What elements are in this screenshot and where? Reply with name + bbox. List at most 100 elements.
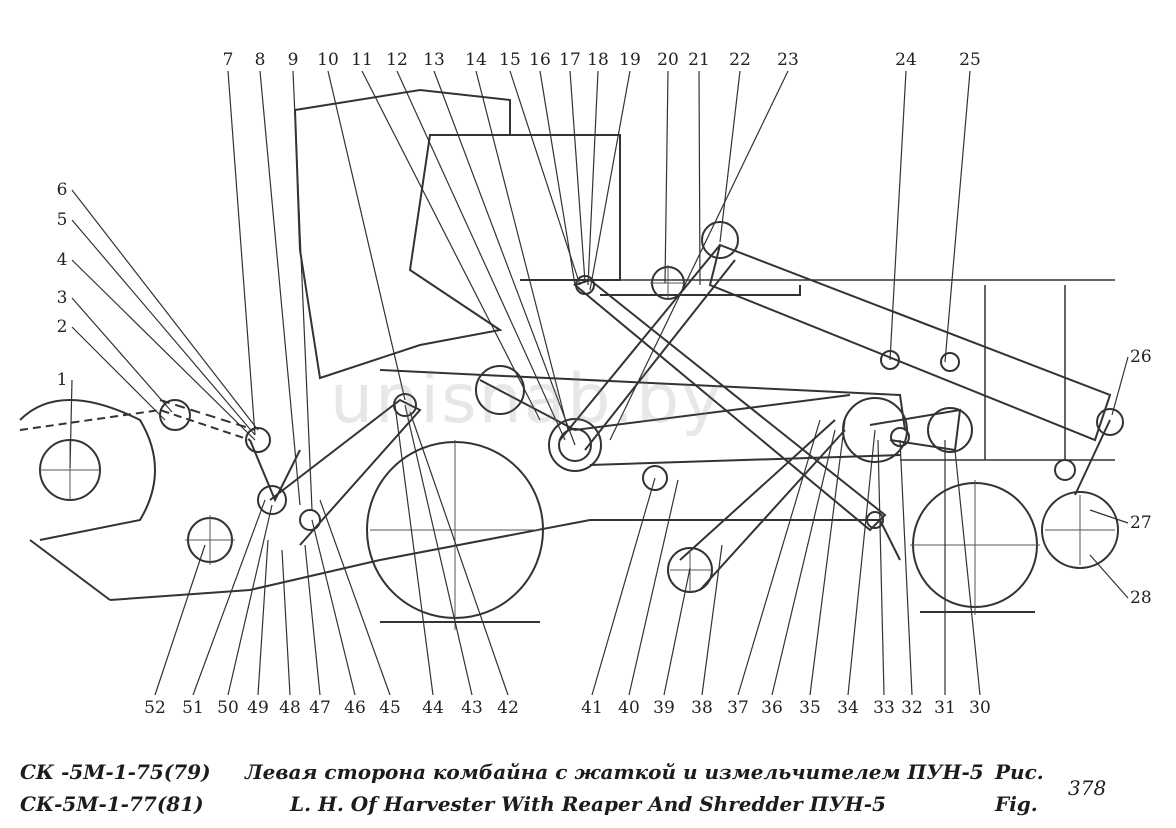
callout-label-49: 49 (247, 698, 269, 718)
leader-line (737, 419, 821, 696)
callout-label-47: 47 (309, 698, 331, 718)
leader-line (944, 70, 971, 363)
title-russian: Левая сторона комбайна с жаткой и измель… (245, 760, 984, 784)
leader-line (1089, 509, 1129, 524)
leader-line (954, 449, 981, 696)
callout-label-31: 31 (934, 698, 956, 718)
callout-label-2: 2 (57, 317, 68, 337)
callout-label-39: 39 (653, 698, 675, 718)
leader-line (509, 70, 581, 286)
leader-line (587, 70, 599, 286)
callout-label-40: 40 (618, 698, 640, 718)
callout-label-44: 44 (422, 698, 444, 718)
leader-line (71, 259, 256, 441)
callout-label-26: 26 (1130, 347, 1152, 367)
leader-line (475, 70, 569, 431)
leader-line (664, 70, 669, 284)
leader-line (319, 499, 391, 696)
leader-line (361, 70, 541, 421)
leader-line (396, 70, 566, 441)
leader-line (609, 70, 789, 441)
leader-line (394, 404, 434, 696)
leader-line (698, 70, 701, 286)
callout-label-8: 8 (255, 50, 266, 70)
callout-label-9: 9 (288, 50, 299, 70)
leader-line (409, 411, 509, 696)
leader-line (539, 70, 576, 286)
callout-label-22: 22 (729, 50, 751, 70)
fig-number: 378 (1068, 776, 1107, 800)
callout-label-35: 35 (799, 698, 821, 718)
leader-line (889, 70, 907, 361)
callout-label-12: 12 (386, 50, 408, 70)
leader-line (1089, 554, 1129, 599)
callout-label-25: 25 (959, 50, 981, 70)
callout-label-51: 51 (182, 698, 204, 718)
leader-line (591, 477, 656, 696)
leader-line (809, 419, 846, 696)
leader-line (1111, 356, 1129, 416)
callout-label-43: 43 (461, 698, 483, 718)
callout-label-1: 1 (57, 370, 68, 390)
callout-label-28: 28 (1130, 588, 1152, 608)
callout-label-17: 17 (559, 50, 581, 70)
leader-line (304, 544, 321, 696)
callout-label-32: 32 (901, 698, 923, 718)
leader-line (257, 539, 269, 696)
leader-line (311, 519, 356, 696)
callout-label-6: 6 (57, 180, 68, 200)
leader-line (259, 70, 301, 506)
callout-label-4: 4 (57, 250, 68, 270)
fig-label-russian: Рис. (995, 760, 1044, 784)
callout-label-30: 30 (969, 698, 991, 718)
callout-label-7: 7 (223, 50, 234, 70)
callout-label-21: 21 (688, 50, 710, 70)
leader-line (227, 504, 273, 696)
leader-line (771, 429, 836, 696)
leader-line (569, 70, 586, 283)
callout-label-16: 16 (529, 50, 551, 70)
callout-label-42: 42 (497, 698, 519, 718)
leader-line (69, 379, 73, 469)
leader-line (71, 189, 259, 431)
leader-line (71, 297, 173, 413)
model-line-2: СК-5М-1-77(81) (20, 792, 204, 816)
machine-drawing (19, 88, 1115, 623)
callout-label-5: 5 (57, 210, 68, 230)
callout-label-24: 24 (895, 50, 917, 70)
callout-label-48: 48 (279, 698, 301, 718)
callout-label-36: 36 (761, 698, 783, 718)
leader-line (701, 544, 723, 696)
callout-label-41: 41 (581, 698, 603, 718)
callout-label-10: 10 (317, 50, 339, 70)
leader-line (192, 499, 266, 696)
callout-label-18: 18 (587, 50, 609, 70)
fig-label-english: Fig. (995, 792, 1038, 816)
leader-line (71, 219, 256, 436)
leader-line (589, 70, 631, 291)
callout-label-50: 50 (217, 698, 239, 718)
callout-label-19: 19 (619, 50, 641, 70)
callout-label-52: 52 (144, 698, 166, 718)
callout-label-15: 15 (499, 50, 521, 70)
leader-line (433, 70, 576, 446)
callout-label-3: 3 (57, 288, 68, 308)
leader-line (281, 549, 291, 696)
leader-line (663, 567, 691, 696)
leader-line (899, 439, 913, 696)
model-line-1: СК -5М-1-75(79) (20, 760, 211, 784)
leader-lines (69, 70, 1129, 696)
callout-label-38: 38 (691, 698, 713, 718)
callout-label-46: 46 (344, 698, 366, 718)
leader-line (847, 429, 876, 696)
callout-label-34: 34 (837, 698, 859, 718)
callout-label-37: 37 (727, 698, 749, 718)
leader-line (628, 479, 679, 696)
callout-label-45: 45 (379, 698, 401, 718)
callout-label-27: 27 (1130, 513, 1152, 533)
callout-label-13: 13 (423, 50, 445, 70)
title-english: L. H. Of Harvester With Reaper And Shred… (290, 792, 886, 816)
centre-crosshairs (40, 265, 1115, 630)
leader-line (71, 326, 166, 421)
